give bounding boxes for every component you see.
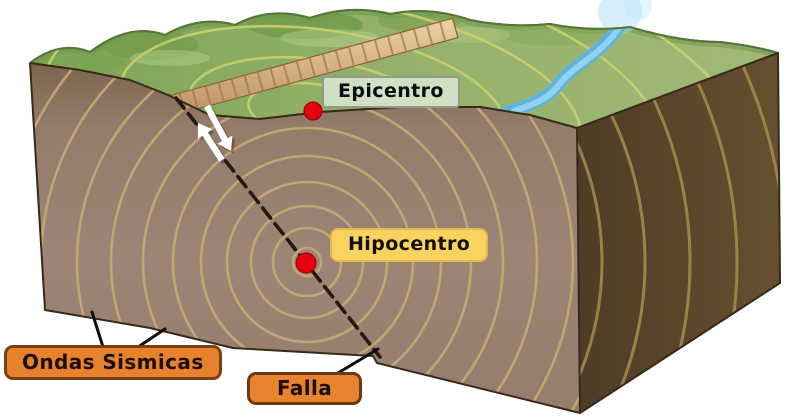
epicenter-dot [303, 101, 323, 121]
block-edges [29, 8, 781, 414]
hypocenter-dot [295, 252, 317, 274]
leader-lines [90, 310, 380, 375]
leader-line-falla [336, 347, 380, 375]
label-epicentro: Epicentro [322, 76, 460, 108]
label-hipocentro: Hipocentro [330, 228, 489, 262]
label-falla: Falla [247, 372, 363, 405]
leader-line-ondas-1 [90, 310, 105, 349]
fault-scarp [159, 17, 459, 119]
label-ondas-sismicas: Ondas Sismicas [4, 345, 222, 380]
fault-motion-arrows-icon [197, 104, 235, 165]
leader-line-ondas-2 [136, 327, 167, 349]
